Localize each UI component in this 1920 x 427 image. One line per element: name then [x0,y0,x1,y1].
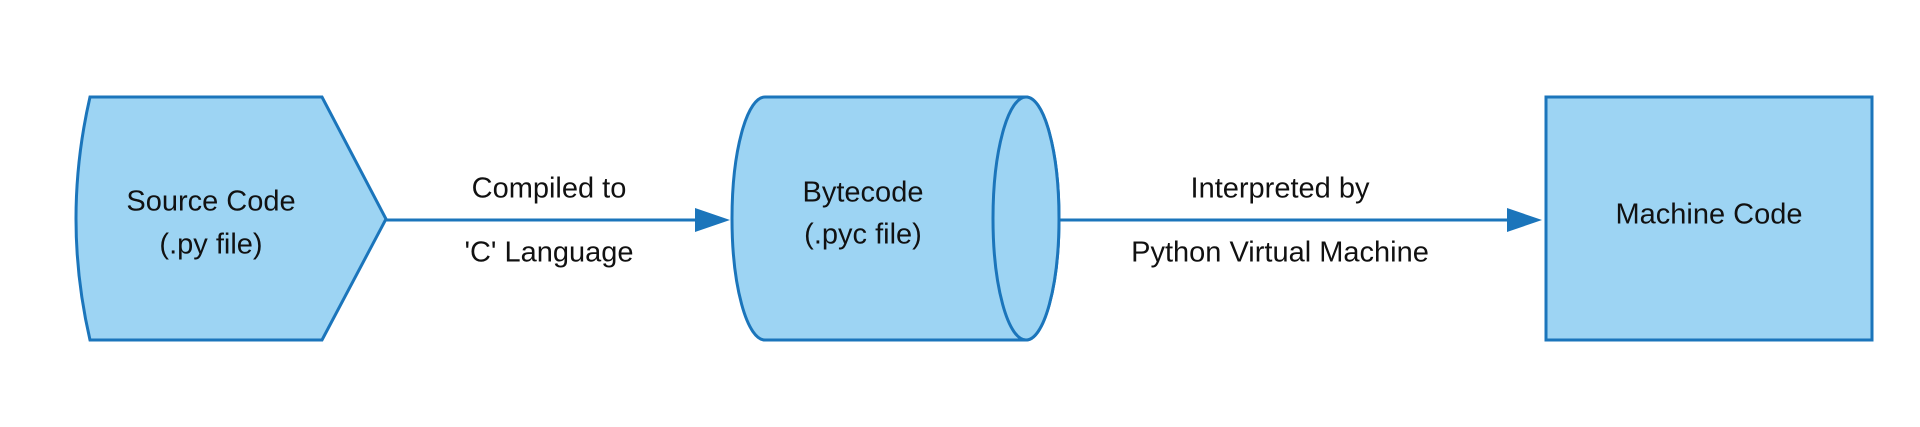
source-code-shape [74,95,388,342]
compile-label-line1: Compiled to [472,173,627,205]
source-code-node: Source Code (.py file) [74,95,388,342]
bytecode-node: Bytecode (.pyc file) [730,95,1061,342]
machine-code-label: Machine Code [1616,199,1803,231]
interpret-arrowhead-icon [1507,208,1542,232]
interpret-edge: Interpreted by Python Virtual Machine [1059,173,1542,269]
compile-edge: Compiled to 'C' Language [386,173,730,269]
interpret-label-line1: Interpreted by [1191,173,1370,205]
source-code-subtitle: (.py file) [159,229,262,261]
bytecode-subtitle: (.pyc file) [804,219,922,251]
machine-code-shape [1544,95,1874,342]
bytecode-cylinder-end [991,95,1061,342]
interpret-label-line2: Python Virtual Machine [1131,237,1429,269]
compile-arrowhead-icon [695,208,730,232]
bytecode-title: Bytecode [803,177,924,209]
compile-label-line2: 'C' Language [464,237,633,269]
machine-code-node: Machine Code [1544,95,1874,342]
source-code-title: Source Code [126,186,295,218]
